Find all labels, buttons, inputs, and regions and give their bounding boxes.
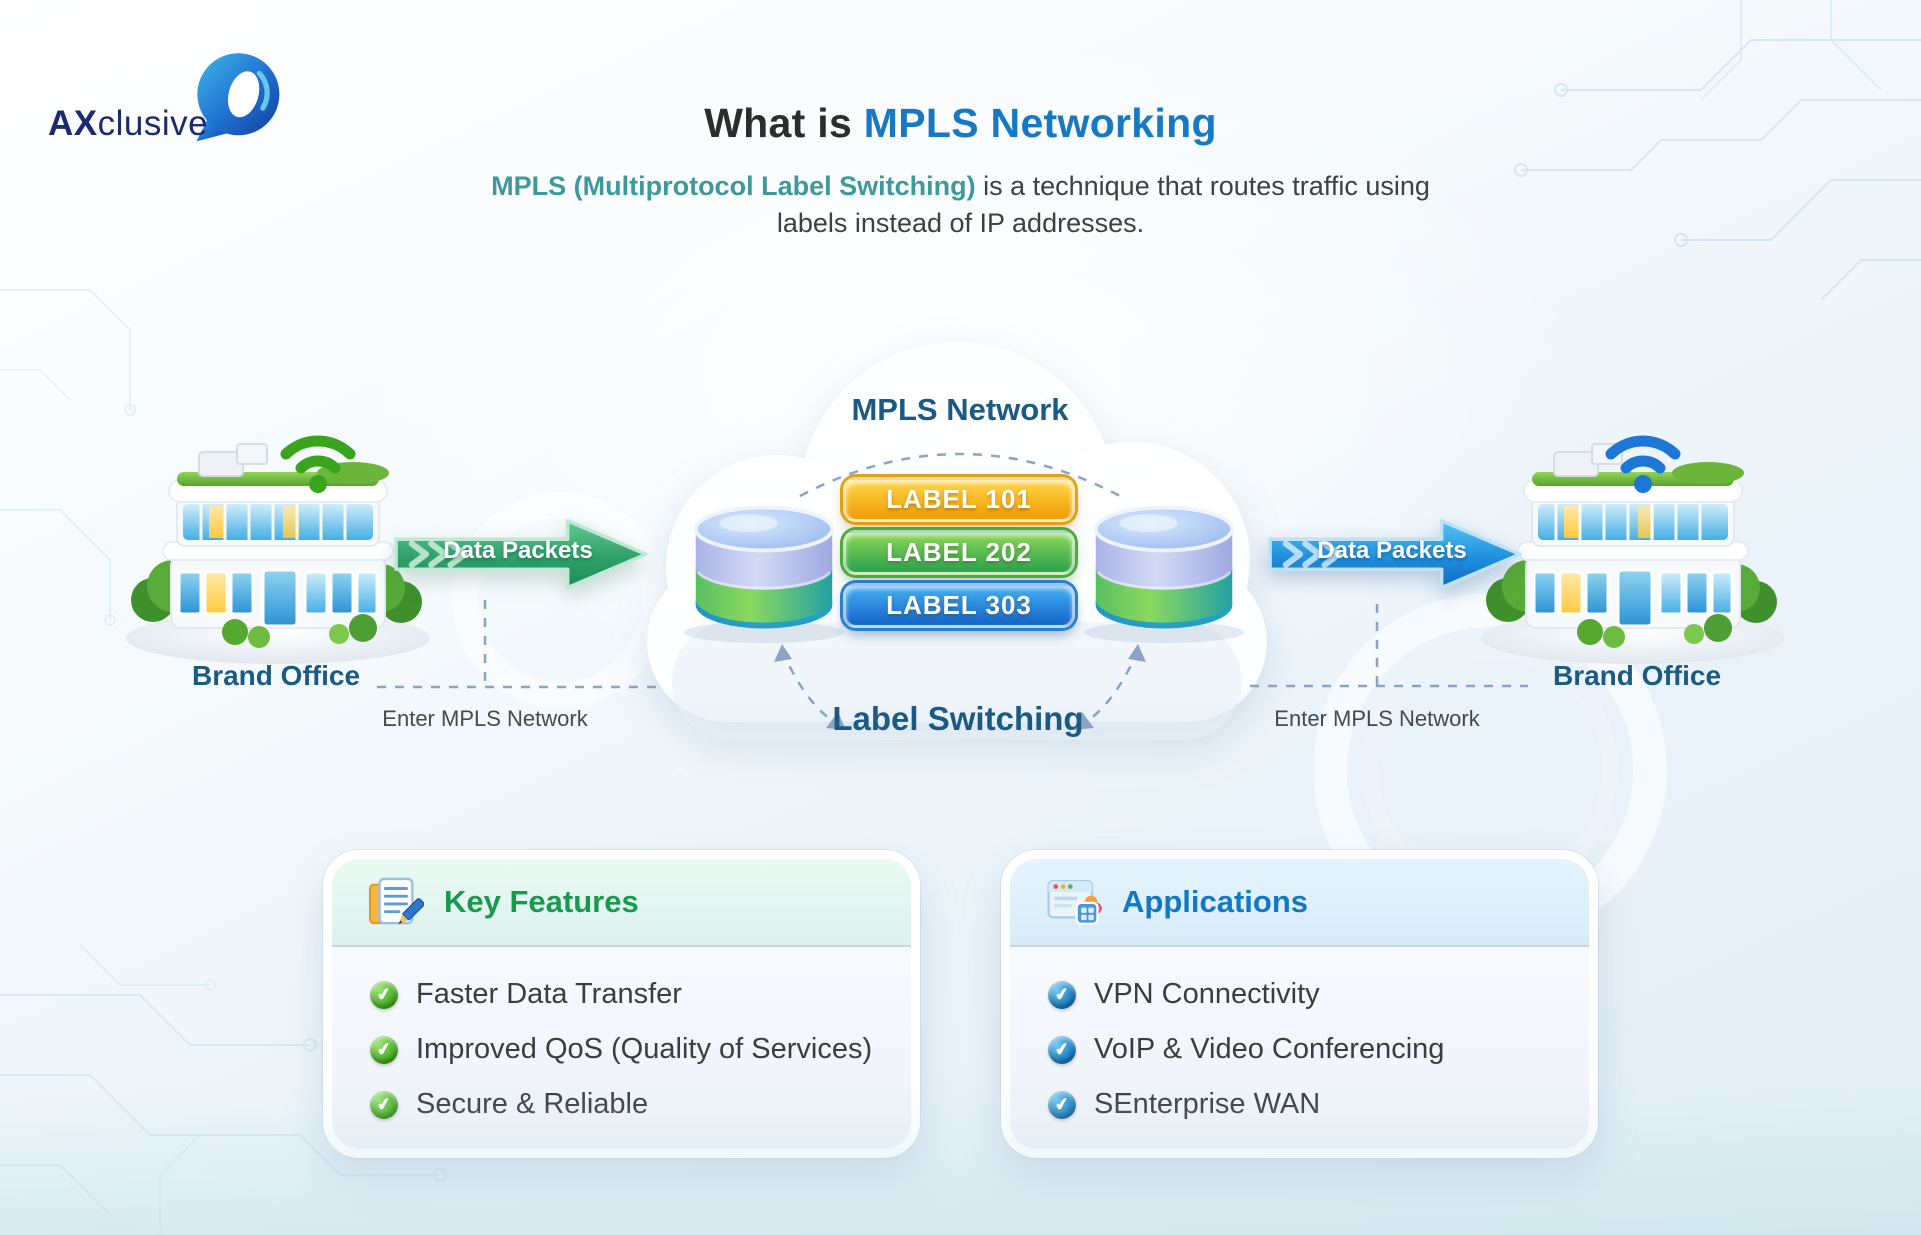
data-packets-label-left: Data Packets bbox=[443, 537, 593, 564]
subtitle-highlight: MPLS (Multiprotocol Label Switching) bbox=[491, 171, 976, 201]
key-features-header: Key Features bbox=[332, 859, 911, 947]
list-item: ✔ Faster Data Transfer bbox=[367, 967, 911, 1022]
list-item-label: SEnterprise WAN bbox=[1094, 1088, 1321, 1120]
list-item: ✔ VPN Connectivity bbox=[1045, 967, 1589, 1022]
brand-office-right-illustration bbox=[1468, 418, 1798, 668]
wifi-icon bbox=[280, 435, 356, 493]
label-switching-caption: Label Switching bbox=[832, 700, 1084, 737]
check-icon: ✔ bbox=[367, 1033, 401, 1066]
check-icon: ✔ bbox=[1045, 1088, 1079, 1121]
subtitle-rest: is a technique that routes traffic using bbox=[975, 171, 1430, 201]
apps-icon bbox=[1047, 880, 1102, 925]
brand-office-label-left: Brand Office bbox=[191, 660, 361, 691]
check-icon: ✔ bbox=[1045, 1033, 1079, 1066]
list-item: ✔ Improved QoS (Quality of Services) bbox=[367, 1022, 911, 1077]
applications-list: ✔ VPN Connectivity ✔ VoIP & Video Conferen… bbox=[1010, 947, 1589, 1132]
mpls-label-stack: LABEL 101 LABEL 202 LABEL 303 bbox=[843, 477, 1075, 636]
list-item: ✔ SEnterprise WAN bbox=[1045, 1077, 1589, 1132]
check-icon: ✔ bbox=[367, 978, 401, 1011]
list-item-label: VoIP & Video Conferencing bbox=[1094, 1033, 1445, 1065]
subtitle-line1: MPLS (Multiprotocol Label Switching) is … bbox=[0, 168, 1921, 205]
key-features-card: Key Features ✔ Faster Data Transfer ✔ Impr… bbox=[323, 850, 920, 1158]
subtitle-line2: labels instead of IP addresses. bbox=[776, 208, 1145, 238]
label-303-pill: LABEL 303 bbox=[843, 583, 1075, 628]
circuit-pattern-top-right bbox=[1514, 0, 1921, 301]
list-item: ✔ VoIP & Video Conferencing bbox=[1045, 1022, 1589, 1077]
brand-logo-text: AXclusive bbox=[48, 104, 209, 143]
label-202-pill: LABEL 202 bbox=[843, 530, 1075, 575]
key-features-list: ✔ Faster Data Transfer ✔ Improved QoS (Qua… bbox=[332, 947, 911, 1132]
page-title: What is MPLS Networking bbox=[0, 100, 1921, 147]
check-icon: ✔ bbox=[1045, 978, 1079, 1011]
label-101-pill: LABEL 101 bbox=[843, 477, 1075, 522]
key-features-title: Key Features bbox=[444, 884, 639, 919]
check-icon: ✔ bbox=[367, 1088, 401, 1121]
page-subtitle: MPLS (Multiprotocol Label Switching) is … bbox=[0, 168, 1921, 242]
enter-mpls-note-right: Enter MPLS Network bbox=[1274, 706, 1480, 731]
brand-logo: AXclusive bbox=[46, 36, 346, 166]
list-item-label: Secure & Reliable bbox=[416, 1088, 649, 1120]
router-cylinder-left bbox=[684, 505, 844, 644]
brand-office-label-right: Brand Office bbox=[1552, 660, 1722, 691]
data-packets-arrow-right: Data Packets bbox=[1252, 512, 1538, 600]
notes-icon bbox=[368, 877, 424, 925]
enter-mpls-note-left: Enter MPLS Network bbox=[382, 706, 588, 731]
page-title-prefix: What is bbox=[704, 100, 864, 146]
router-cylinder-right bbox=[1084, 505, 1244, 644]
brand-logo-drop-icon bbox=[196, 53, 280, 142]
list-item-label: VPN Connectivity bbox=[1094, 978, 1320, 1010]
mpls-network-title: MPLS Network bbox=[851, 392, 1069, 427]
applications-title: Applications bbox=[1122, 884, 1309, 919]
data-packets-label-right: Data Packets bbox=[1317, 537, 1467, 564]
applications-card: Applications ✔ VPN Connectivity ✔ VoIP & V… bbox=[1001, 850, 1598, 1158]
brand-office-left-illustration bbox=[113, 418, 443, 668]
data-packets-arrow-left: Data Packets bbox=[378, 512, 664, 600]
list-item: ✔ Secure & Reliable bbox=[367, 1077, 911, 1132]
page-title-highlight: MPLS Networking bbox=[863, 100, 1217, 146]
list-item-label: Faster Data Transfer bbox=[416, 978, 682, 1010]
wifi-icon bbox=[1605, 435, 1681, 493]
list-item-label: Improved QoS (Quality of Services) bbox=[416, 1033, 873, 1065]
applications-header: Applications bbox=[1010, 859, 1589, 947]
